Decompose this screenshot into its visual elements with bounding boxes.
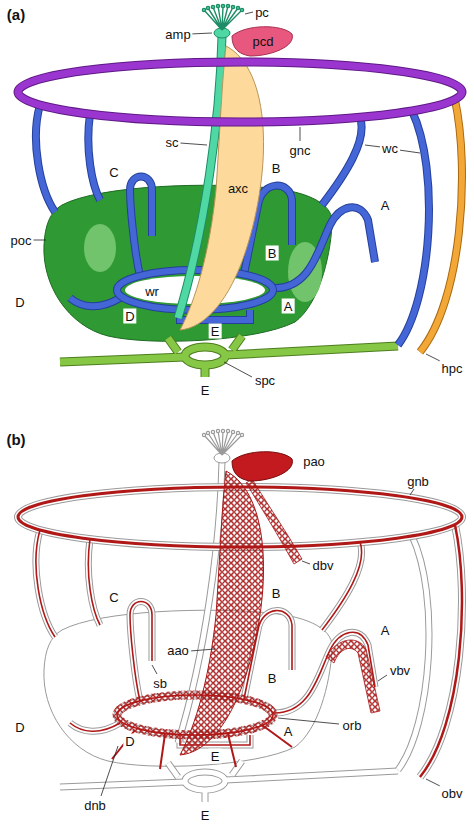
- part-label: pcd: [251, 34, 276, 49]
- leader-line: [33, 12, 440, 377]
- oral-ring: [117, 695, 273, 735]
- canal-letter: E: [199, 808, 212, 823]
- pulsating-organ: [232, 452, 292, 481]
- radial-sinus: [112, 725, 292, 769]
- part-label: sc: [164, 135, 181, 150]
- part-label: gnb: [405, 474, 431, 489]
- canal-letter: E: [199, 383, 212, 398]
- part-label: pc: [253, 5, 271, 20]
- part-label: wr: [143, 284, 161, 299]
- part-label: vbv: [388, 663, 412, 678]
- somatocoel: [60, 336, 398, 377]
- canal-letter: B: [270, 586, 283, 601]
- canal-letter: D: [13, 720, 26, 735]
- canal-letter: A: [379, 623, 392, 638]
- part-label: axc: [226, 181, 250, 196]
- part-label: amp: [163, 27, 192, 42]
- part-label: obv: [440, 786, 465, 801]
- part-label: spc: [253, 373, 277, 388]
- canal-letter: E: [209, 749, 222, 764]
- axocoel: [180, 46, 264, 330]
- canal-letter: B: [270, 161, 283, 176]
- water-canal: [398, 111, 429, 345]
- canal-tube: [398, 536, 429, 770]
- canal-letter: A: [282, 299, 295, 314]
- part-label: gnc: [288, 143, 313, 158]
- pore-canals: [202, 4, 243, 30]
- canal-letter: B: [266, 246, 279, 261]
- panel-label: (b): [4, 431, 27, 448]
- canal-letter: D: [13, 295, 26, 310]
- canal-letter: A: [379, 198, 392, 213]
- canal-letter: C: [107, 165, 120, 180]
- part-label: hpc: [440, 361, 465, 376]
- part-label: dbv: [311, 558, 336, 573]
- somatocoel-outline: [60, 336, 398, 377]
- part-label: poc: [9, 233, 34, 248]
- dorsal-vessel: [246, 479, 302, 564]
- canal-letter: B: [266, 671, 279, 686]
- genital-sinus: [18, 487, 462, 547]
- pericardium: [232, 27, 292, 56]
- part-label: dnb: [82, 798, 108, 813]
- panel-b-drawing: [18, 429, 462, 802]
- canal-letter: C: [107, 590, 120, 605]
- canal-letter: E: [209, 324, 222, 339]
- pore-canals-outline: [202, 429, 243, 455]
- blood-sinus: [36, 530, 375, 745]
- genital-ring: [18, 62, 462, 122]
- part-label: aao: [165, 643, 191, 658]
- axial-organ: [180, 471, 264, 755]
- leader-line: [101, 489, 440, 796]
- canal-letter: D: [123, 734, 136, 749]
- part-label: sb: [151, 676, 169, 691]
- ventral-vessel: [326, 640, 380, 713]
- panel-label: (a): [5, 6, 27, 23]
- oral-ring-mesh: [117, 695, 273, 735]
- part-label: orb: [341, 718, 364, 733]
- genital-ring-outline: [18, 62, 462, 122]
- panel-a-drawing: [18, 4, 462, 377]
- canal-letter: D: [123, 309, 136, 324]
- part-label: pao: [301, 454, 327, 469]
- canal-tube-inner: [398, 536, 429, 770]
- water-canal-outline: [398, 111, 429, 345]
- canal-letter: A: [282, 724, 295, 739]
- part-label: wc: [380, 141, 400, 156]
- coelom-pocket: [84, 224, 116, 272]
- outer-vessel: [420, 525, 462, 777]
